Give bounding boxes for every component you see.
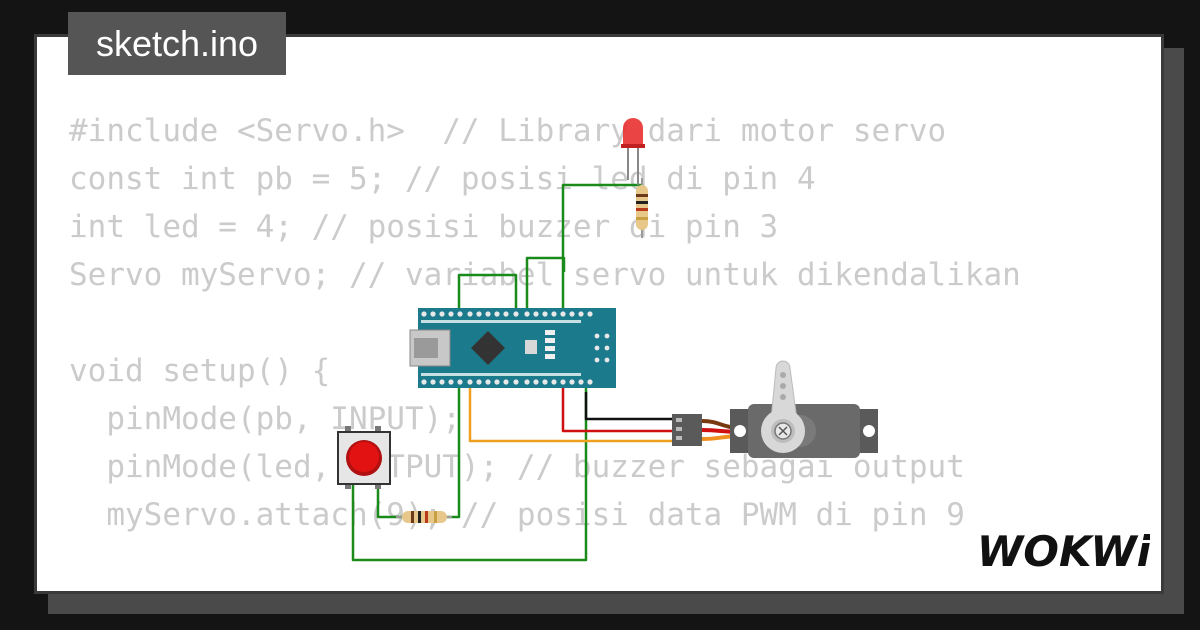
code-background: #include <Servo.h> // Library dari motor… <box>69 107 1021 591</box>
wire-d4 <box>525 256 566 312</box>
code-line-6: void setup() { <box>69 353 331 389</box>
wokwi-logo: WOKWi <box>978 527 1150 576</box>
led-icon[interactable] <box>621 118 645 185</box>
code-line-9: myServo.attach(9); // posisi data PWM di… <box>69 497 965 533</box>
code-line-3: int led = 4; // posisi buzzer di pin 3 <box>69 209 779 245</box>
push-button-icon[interactable] <box>337 426 391 489</box>
code-line-1: #include <Servo.h> // Library dari motor… <box>69 113 947 149</box>
wire-button-signal <box>446 273 518 519</box>
filename-tab[interactable]: sketch.ino <box>68 12 286 75</box>
resistor-icon[interactable] <box>396 511 452 523</box>
wire-led <box>561 183 644 312</box>
wire-servo-gnd <box>584 392 672 421</box>
arduino-nano-board[interactable] <box>409 308 616 388</box>
wokwi-logo-text: WOKWi <box>978 527 1150 576</box>
servo-motor-icon[interactable] <box>672 360 878 458</box>
wire-button-resistor <box>376 485 402 519</box>
wire-5v <box>561 386 672 433</box>
code-line-4: Servo myServo; // variabel servo untuk d… <box>69 257 1021 293</box>
wire-gnd <box>351 386 588 562</box>
resistor-icon[interactable] <box>636 178 648 238</box>
